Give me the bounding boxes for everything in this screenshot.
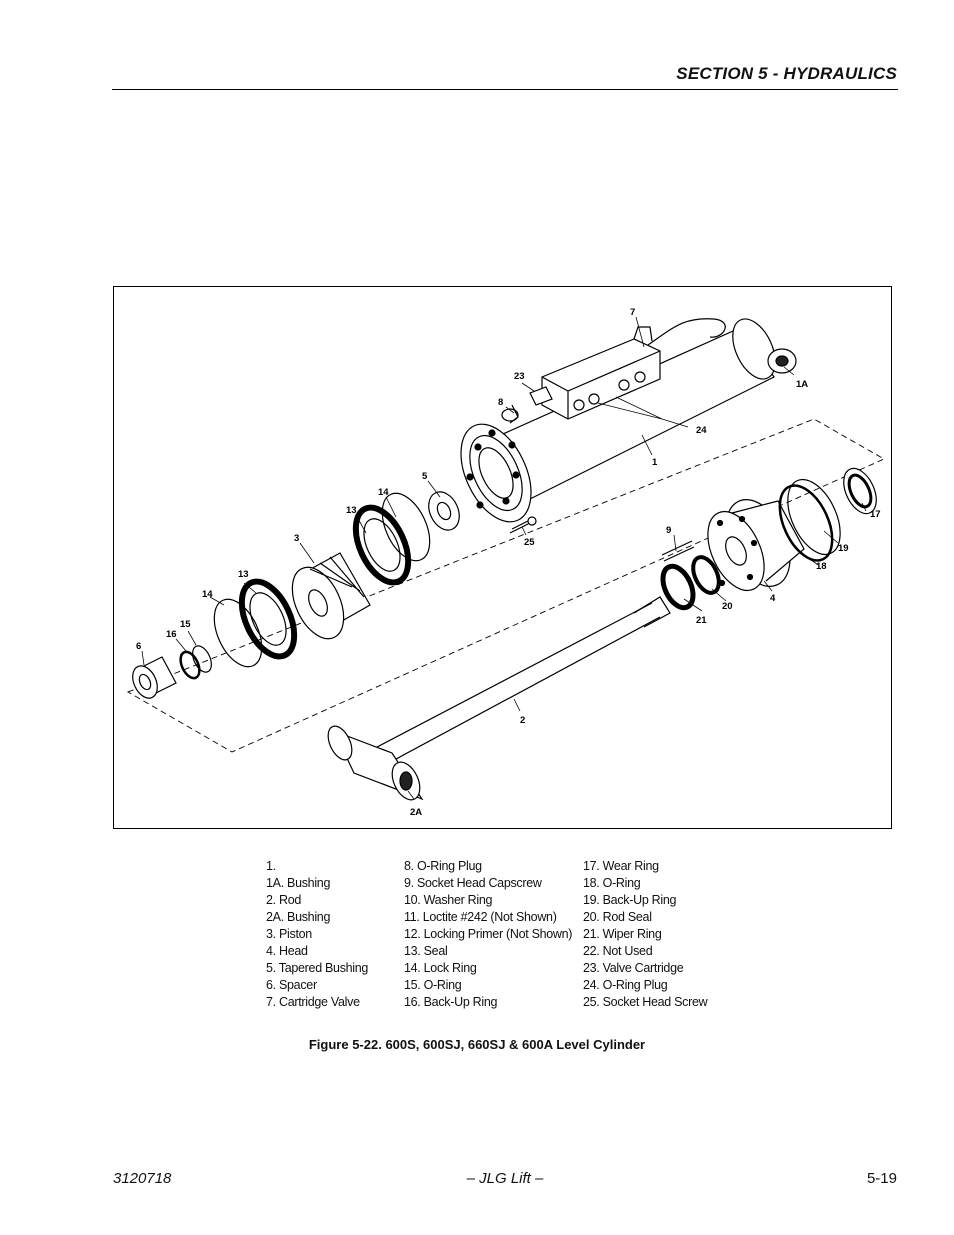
legend-item: 12. Locking Primer (Not Shown) [404,927,573,941]
header-rule [112,89,898,90]
callout-label: 1A [796,379,808,390]
legend-item: 8. O-Ring Plug [404,859,482,873]
callout-label: 2 [520,715,525,726]
legend-item: 4. Head [266,944,308,958]
legend-item: 22. Not Used [583,944,653,958]
callout-label: 13 [238,569,249,580]
legend-item: 2. Rod [266,893,302,907]
footer-page-number: 5-19 [866,1170,897,1187]
legend-item: 16. Back-Up Ring [404,995,498,1009]
legend-item: 24. O-Ring Plug [583,978,668,992]
callout-label: 2A [410,807,422,818]
callout-label: 24 [696,425,707,436]
legend-item: 1. [266,859,276,873]
footer-doc-number: 3120718 [113,1170,172,1187]
legend-item: 21. Wiper Ring [583,927,662,941]
section-title: SECTION 5 - HYDRAULICS [676,64,897,83]
callout-label: 19 [838,543,849,554]
legend-item: 6. Spacer [266,978,317,992]
legend-item: 15. O-Ring [404,978,462,992]
callout-label: 23 [514,371,525,382]
legend-item: 2A. Bushing [266,910,331,924]
legend-item: 9. Socket Head Capscrew [404,876,542,890]
legend-item: 13. Seal [404,944,448,958]
callout-label: 14 [378,487,389,498]
legend-item: 10. Washer Ring [404,893,493,907]
callout-label: 7 [630,307,635,318]
legend-item: 3. Piston [266,927,312,941]
callout-label: 5 [422,471,428,482]
cylinder-exploded-diagram: 7 1A 23 8 24 1 5 14 13 3 25 9 17 19 18 4… [126,307,885,818]
callout-label: 13 [346,505,357,516]
legend-item: 23. Valve Cartridge [583,961,684,975]
legend-column-1: 1. 1A. Bushing 2. Rod 2A. Bushing 3. Pis… [266,858,368,1011]
figure-caption: Figure 5-22. 600S, 600SJ, 660SJ & 600A L… [308,1037,646,1052]
callout-label: 20 [722,601,733,612]
legend-column-2: 8. O-Ring Plug 9. Socket Head Capscrew 1… [404,858,572,1011]
figure-frame: 7 1A 23 8 24 1 5 14 13 3 25 9 17 19 18 4… [113,286,892,829]
callout-label: 21 [696,615,707,626]
legend-item: 5. Tapered Bushing [266,961,369,975]
legend-item: 11. Loctite #242 (Not Shown) [404,910,557,924]
legend-item: 7. Cartridge Valve [266,995,360,1009]
callout-label: 4 [770,593,776,604]
legend-item: 17. Wear Ring [583,859,659,873]
callout-label: 9 [666,525,671,536]
callout-label: 3 [294,533,299,544]
callout-label: 6 [136,641,141,652]
callout-label: 18 [816,561,827,572]
legend-item: 19. Back-Up Ring [583,893,677,907]
callout-label: 8 [498,397,503,408]
legend-item: 25. Socket Head Screw [583,995,708,1009]
legend-item: 20. Rod Seal [583,910,652,924]
legend-item: 1A. Bushing [266,876,331,890]
legend-column-3: 17. Wear Ring 18. O-Ring 19. Back-Up Rin… [583,858,708,1011]
callout-label: 15 [180,619,191,630]
callout-label: 16 [166,629,177,640]
legend-item: 18. O-Ring [583,876,641,890]
callout-label: 14 [202,589,213,600]
callout-label: 25 [524,537,535,548]
legend-item: 14. Lock Ring [404,961,477,975]
callout-label: 1 [652,457,658,468]
footer-publisher: – JLG Lift – [466,1170,544,1187]
callout-label: 17 [870,509,881,520]
